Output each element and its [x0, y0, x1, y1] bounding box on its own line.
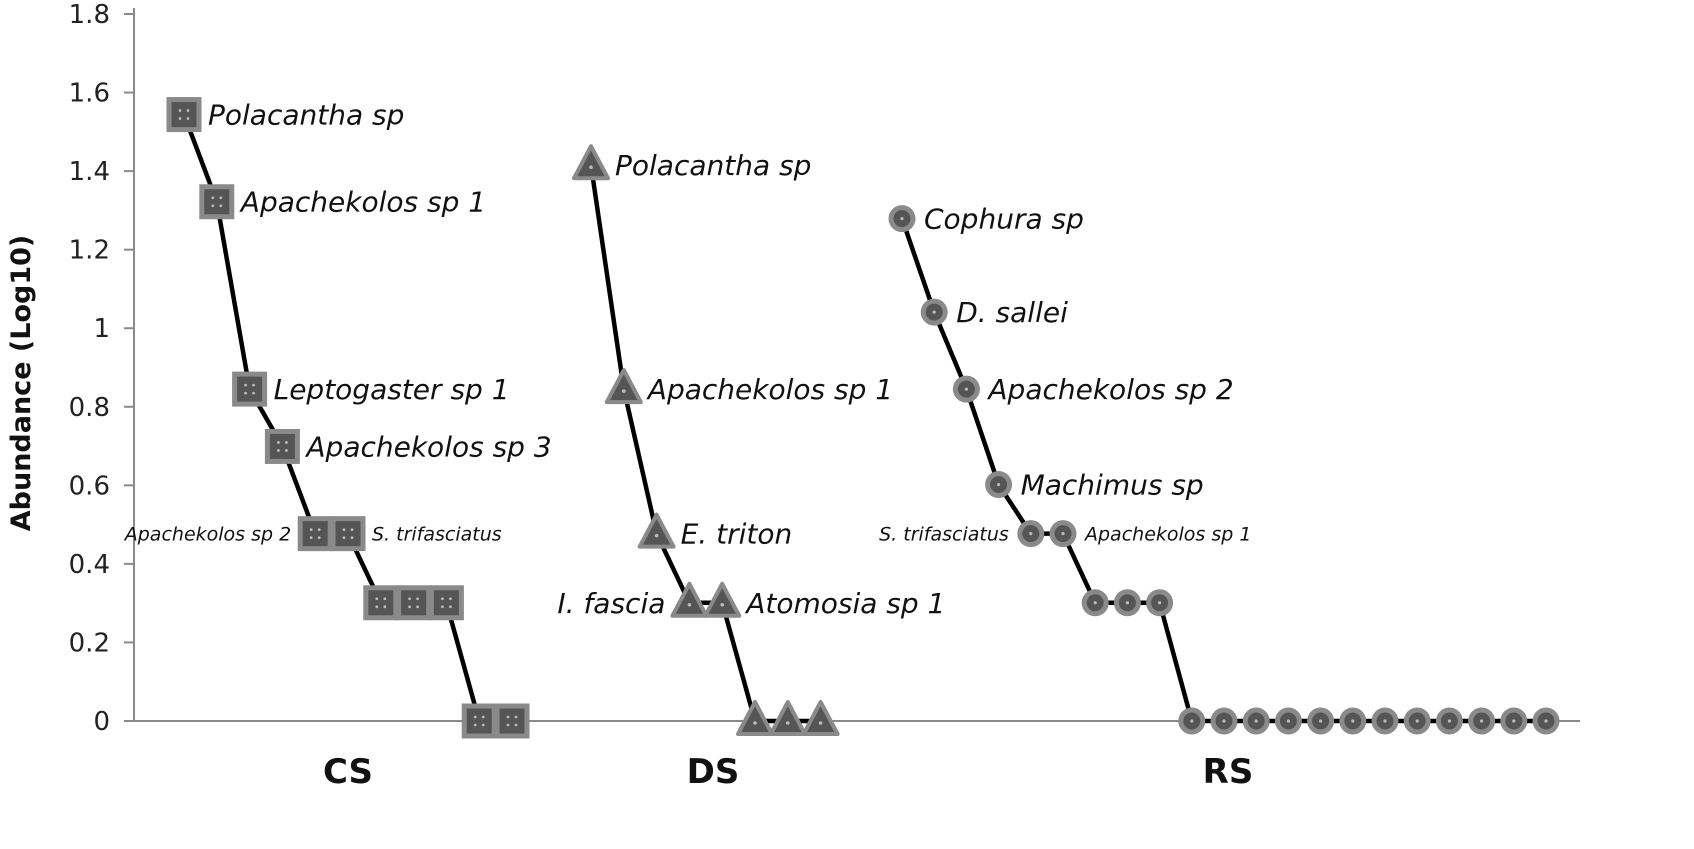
y-tick-label: 0	[93, 707, 110, 737]
y-tick-label: 0.4	[69, 550, 110, 580]
data-point-rs	[1371, 707, 1399, 735]
point-label: E. triton	[681, 518, 793, 551]
point-label: Polacantha sp	[615, 149, 811, 182]
point-label: D. sallei	[956, 296, 1068, 329]
data-point-rs	[1178, 707, 1206, 735]
y-tick-label: 0.2	[69, 628, 110, 658]
point-label: Machimus sp	[1021, 469, 1204, 502]
data-point-rs	[920, 298, 948, 326]
data-point-rs	[1081, 589, 1109, 617]
data-point-rs	[1210, 707, 1238, 735]
data-point-ds	[670, 581, 709, 618]
data-point-rs	[1468, 707, 1496, 735]
point-label: Apachekolos sp 1	[1083, 524, 1251, 546]
data-point-rs	[888, 205, 916, 233]
y-tick-label: 1.6	[69, 79, 110, 109]
data-point-rs	[1435, 707, 1463, 735]
y-tick-label: 1.4	[69, 157, 110, 187]
point-label: Atomosia sp 1	[744, 587, 945, 620]
point-label: S. trifasciatus	[372, 524, 502, 546]
data-point-rs	[1242, 707, 1270, 735]
data-point-ds	[637, 512, 676, 549]
data-point-rs	[1274, 707, 1302, 735]
point-label: Apachekolos sp 1	[239, 186, 486, 219]
data-point-cs	[428, 585, 464, 621]
data-point-rs	[1339, 707, 1367, 735]
y-tick-label: 0.6	[69, 471, 110, 501]
data-point-ds	[768, 700, 807, 736]
data-point-ds	[604, 368, 643, 405]
data-point-rs	[985, 471, 1013, 499]
y-tick-label: 1	[93, 314, 110, 344]
data-point-rs	[1017, 520, 1045, 548]
data-point-cs	[396, 585, 432, 621]
point-labels: Polacantha sp Apachekolos sp 1 Leptogaster…	[123, 99, 1252, 620]
group-label-ds: DS	[687, 752, 740, 792]
data-point-cs	[330, 516, 366, 552]
data-point-cs	[199, 184, 235, 220]
point-label: Apachekolos sp 1	[646, 373, 893, 406]
data-point-cs	[232, 371, 268, 407]
axes: 0 0.2 0.4 0.6 0.8 1 1.2 1.4 1.6 1.8	[69, 0, 1580, 737]
data-point-rs	[1500, 707, 1528, 735]
point-label: Polacantha sp	[208, 99, 404, 132]
data-point-rs	[1146, 589, 1174, 617]
point-label: I. fascia	[557, 587, 665, 620]
data-point-cs	[461, 703, 497, 739]
data-point-cs	[166, 97, 202, 133]
point-label: Apachekolos sp 2	[123, 524, 291, 546]
group-labels: CS DS RS	[323, 752, 1253, 792]
y-tick-label: 1.8	[69, 0, 110, 30]
point-label: Cophura sp	[924, 203, 1084, 236]
data-point-rs	[1113, 589, 1141, 617]
y-tick-label: 0.8	[69, 393, 110, 423]
series-line-rs	[899, 217, 1546, 724]
point-label: Apachekolos sp 2	[986, 373, 1233, 406]
group-label-cs: CS	[323, 752, 373, 792]
series-layer	[166, 97, 1560, 739]
data-point-ds	[703, 581, 742, 618]
data-point-rs	[952, 375, 980, 403]
series-line-ds	[588, 164, 821, 724]
data-point-rs	[1307, 707, 1335, 735]
point-label: Apachekolos sp 3	[304, 430, 551, 463]
data-point-cs	[264, 428, 300, 464]
data-point-cs	[494, 703, 530, 739]
data-point-ds	[572, 144, 610, 181]
data-point-rs	[1403, 707, 1431, 735]
data-point-cs	[363, 585, 399, 621]
point-label: S. trifasciatus	[879, 524, 1009, 546]
data-point-cs	[297, 516, 333, 552]
y-axis-label: Abundance (Log10)	[6, 235, 37, 532]
point-label: Leptogaster sp 1	[274, 373, 510, 406]
data-point-rs	[1049, 520, 1077, 548]
data-point-ds	[801, 700, 840, 736]
group-label-rs: RS	[1203, 752, 1254, 792]
data-point-ds	[736, 700, 774, 736]
data-point-rs	[1532, 707, 1560, 735]
y-tick-label: 1.2	[69, 236, 110, 266]
